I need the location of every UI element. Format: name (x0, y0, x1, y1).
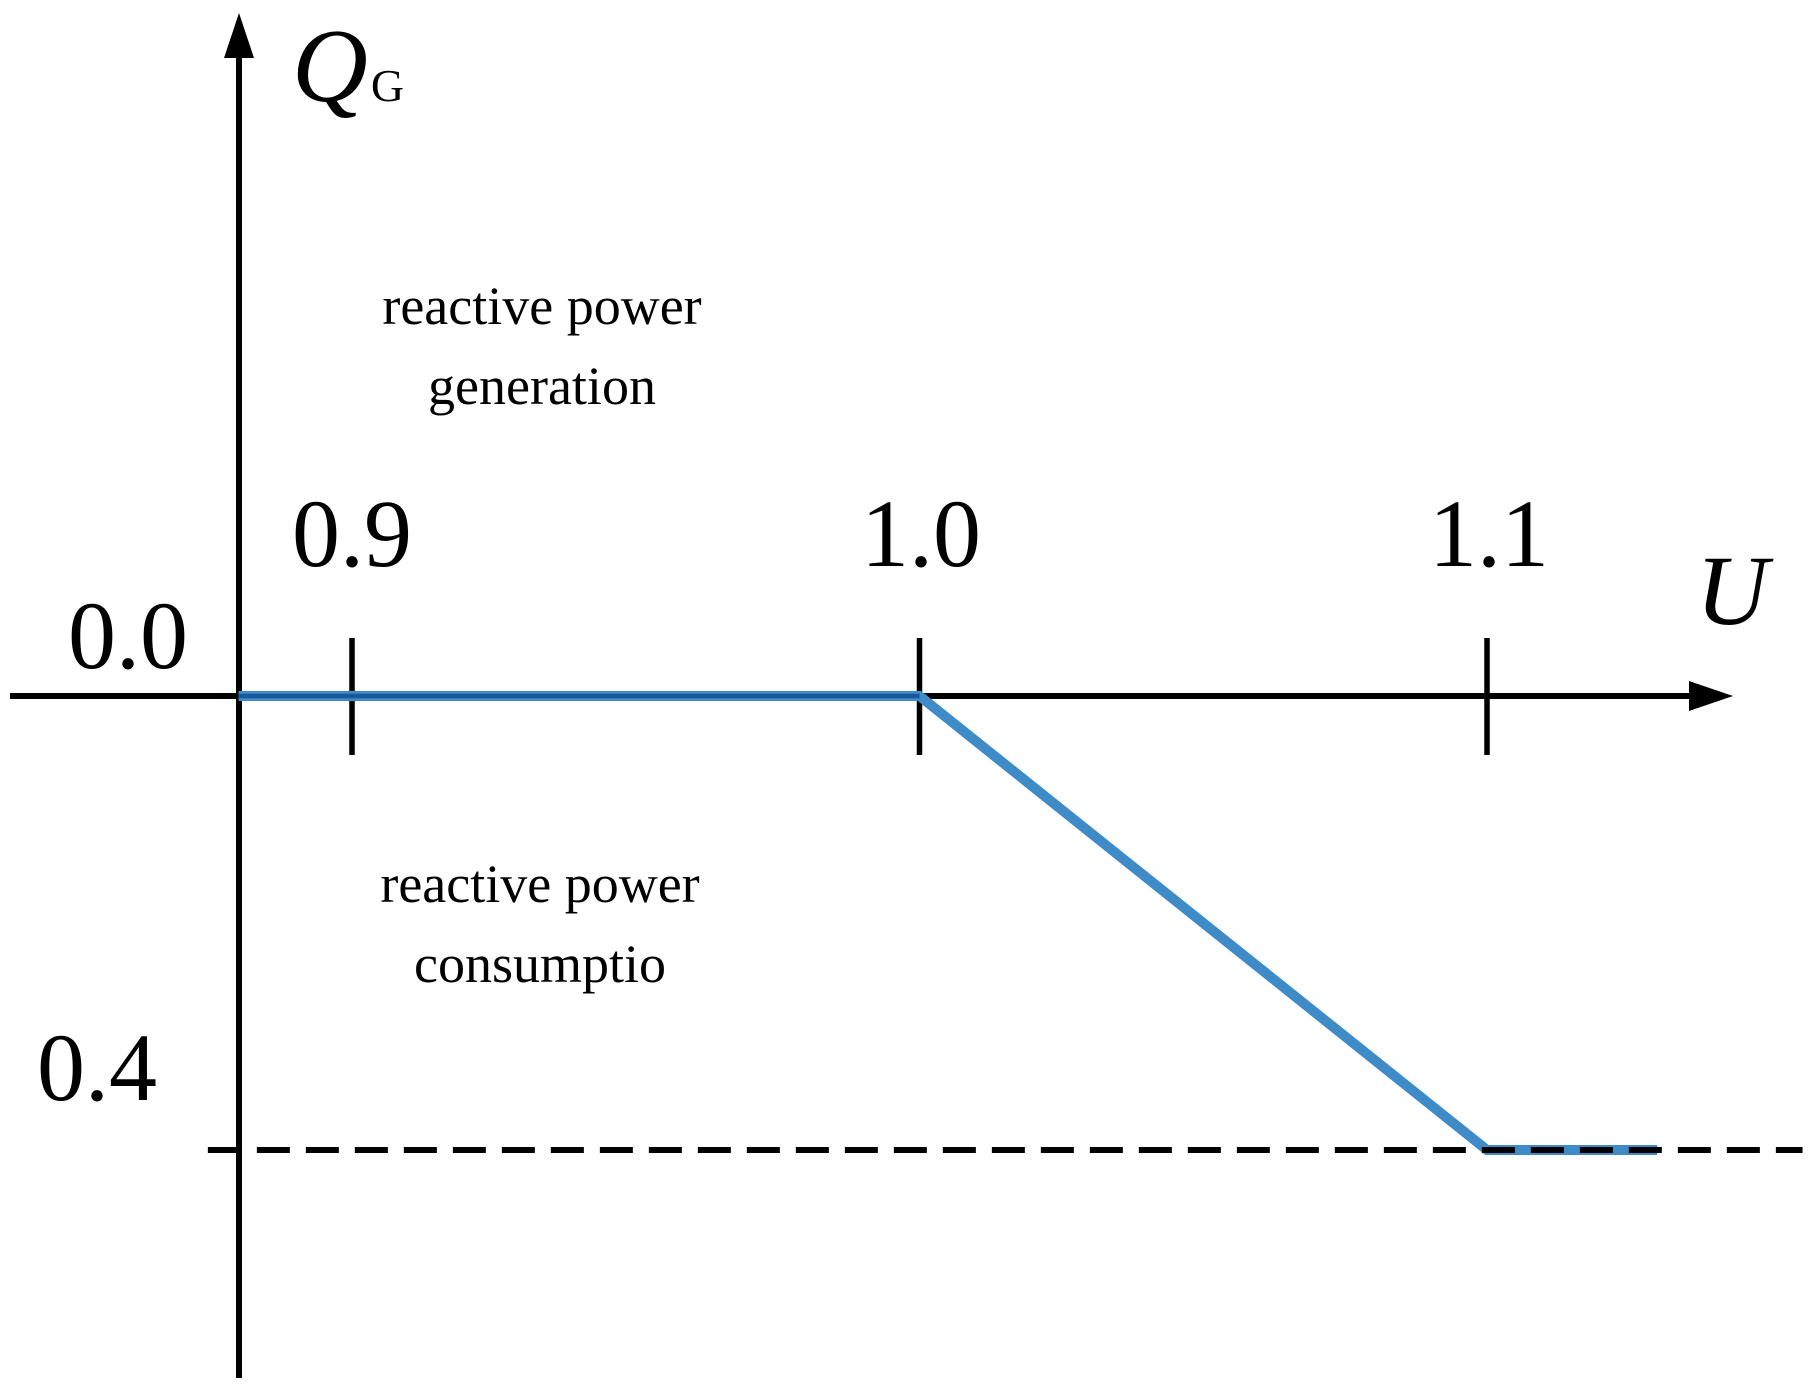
y-axis-title-subscript: G (370, 60, 405, 111)
y-level-label-0.4: 0.4 (37, 1014, 157, 1121)
y-axis-title: QG (292, 13, 404, 118)
annotation-generation-line-2: generation (428, 356, 656, 416)
x-tick-label-0.9: 0.9 (292, 480, 412, 587)
y-axis-title-main: Q (292, 7, 368, 124)
y-axis-arrowhead (224, 13, 254, 58)
annotation-consumption-line-2: consumptio (414, 934, 666, 994)
y-level-label-zero: 0.0 (68, 582, 188, 689)
x-tick-label-1.0: 1.0 (861, 480, 981, 587)
annotation-consumption-line-1: reactive power (380, 854, 700, 914)
annotation-consumption: reactive power consumptio (380, 844, 699, 1004)
x-axis-arrowhead (1689, 681, 1733, 711)
annotation-generation: reactive power generation (382, 266, 701, 426)
annotation-generation-line-1: reactive power (382, 276, 702, 336)
x-axis-title: U (1695, 535, 1769, 646)
x-tick-label-1.1: 1.1 (1429, 480, 1549, 587)
